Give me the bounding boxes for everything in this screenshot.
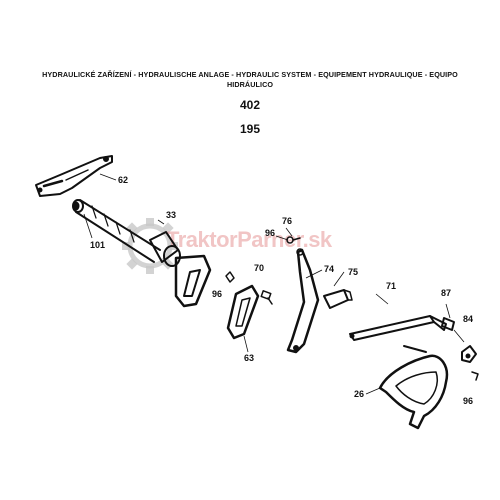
callout-75: 75 (348, 267, 359, 277)
part-62-lever (35, 155, 113, 197)
callout-96-b: 96 (212, 289, 223, 299)
callout-87: 87 (441, 288, 452, 298)
callout-76: 76 (282, 216, 293, 226)
part-75-block (323, 289, 353, 309)
part-71-rod (349, 315, 447, 341)
page-number-secondary: 195 (239, 122, 261, 136)
part-96-pin-b (225, 271, 235, 283)
callout-62: 62 (118, 175, 129, 185)
part-63-plate (226, 284, 260, 340)
callout-70: 70 (254, 263, 265, 273)
part-101-washer (72, 201, 80, 211)
leader-lines (83, 173, 465, 395)
part-33-shaft (72, 199, 212, 308)
part-87-stud (441, 317, 455, 331)
watermark-text: TraktorParner.sk (166, 227, 332, 252)
callout-74: 74 (324, 264, 335, 274)
callout-84: 84 (463, 314, 474, 324)
callout-96-c: 96 (463, 396, 474, 406)
callout-101: 101 (90, 240, 106, 250)
callout-71: 71 (386, 281, 397, 291)
diagram-header: HYDRAULICKÉ ZAŘÍZENÍ - HYDRAULISCHE ANLA… (0, 70, 500, 90)
callout-96-a: 96 (265, 228, 276, 238)
part-26-cam (378, 345, 449, 430)
header-line-1: HYDRAULICKÉ ZAŘÍZENÍ - HYDRAULISCHE ANLA… (42, 70, 458, 79)
callout-26: 26 (354, 389, 365, 399)
callout-63: 63 (244, 353, 255, 363)
callout-33: 33 (166, 210, 177, 220)
header-line-2: HIDRÁULICO (226, 80, 274, 89)
part-74-link-lever (286, 248, 320, 354)
part-84-clip (461, 345, 479, 381)
page-number-primary: 402 (239, 98, 261, 112)
part-76-pin (286, 236, 301, 244)
part-70-bolt (260, 290, 273, 305)
